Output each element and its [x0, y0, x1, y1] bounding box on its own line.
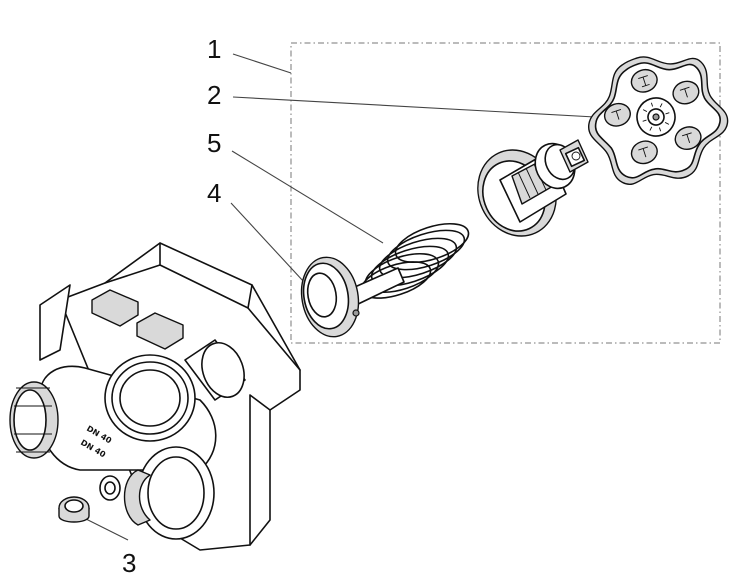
callout-2: 2	[207, 80, 221, 110]
plug-icon	[58, 496, 90, 523]
valve-body-icon: DN 40 DN 40	[9, 242, 301, 551]
leader-lines	[81, 53, 614, 541]
callout-1: 1	[207, 34, 221, 64]
callout-3: 3	[122, 548, 136, 577]
callouts: 1 2 3 4 5	[122, 34, 221, 577]
callout-5: 5	[207, 128, 221, 158]
callout-4: 4	[207, 178, 221, 208]
valve-disc-icon	[300, 256, 405, 338]
bonnet-assembly-icon	[477, 139, 589, 237]
handwheel-icon	[588, 56, 729, 185]
